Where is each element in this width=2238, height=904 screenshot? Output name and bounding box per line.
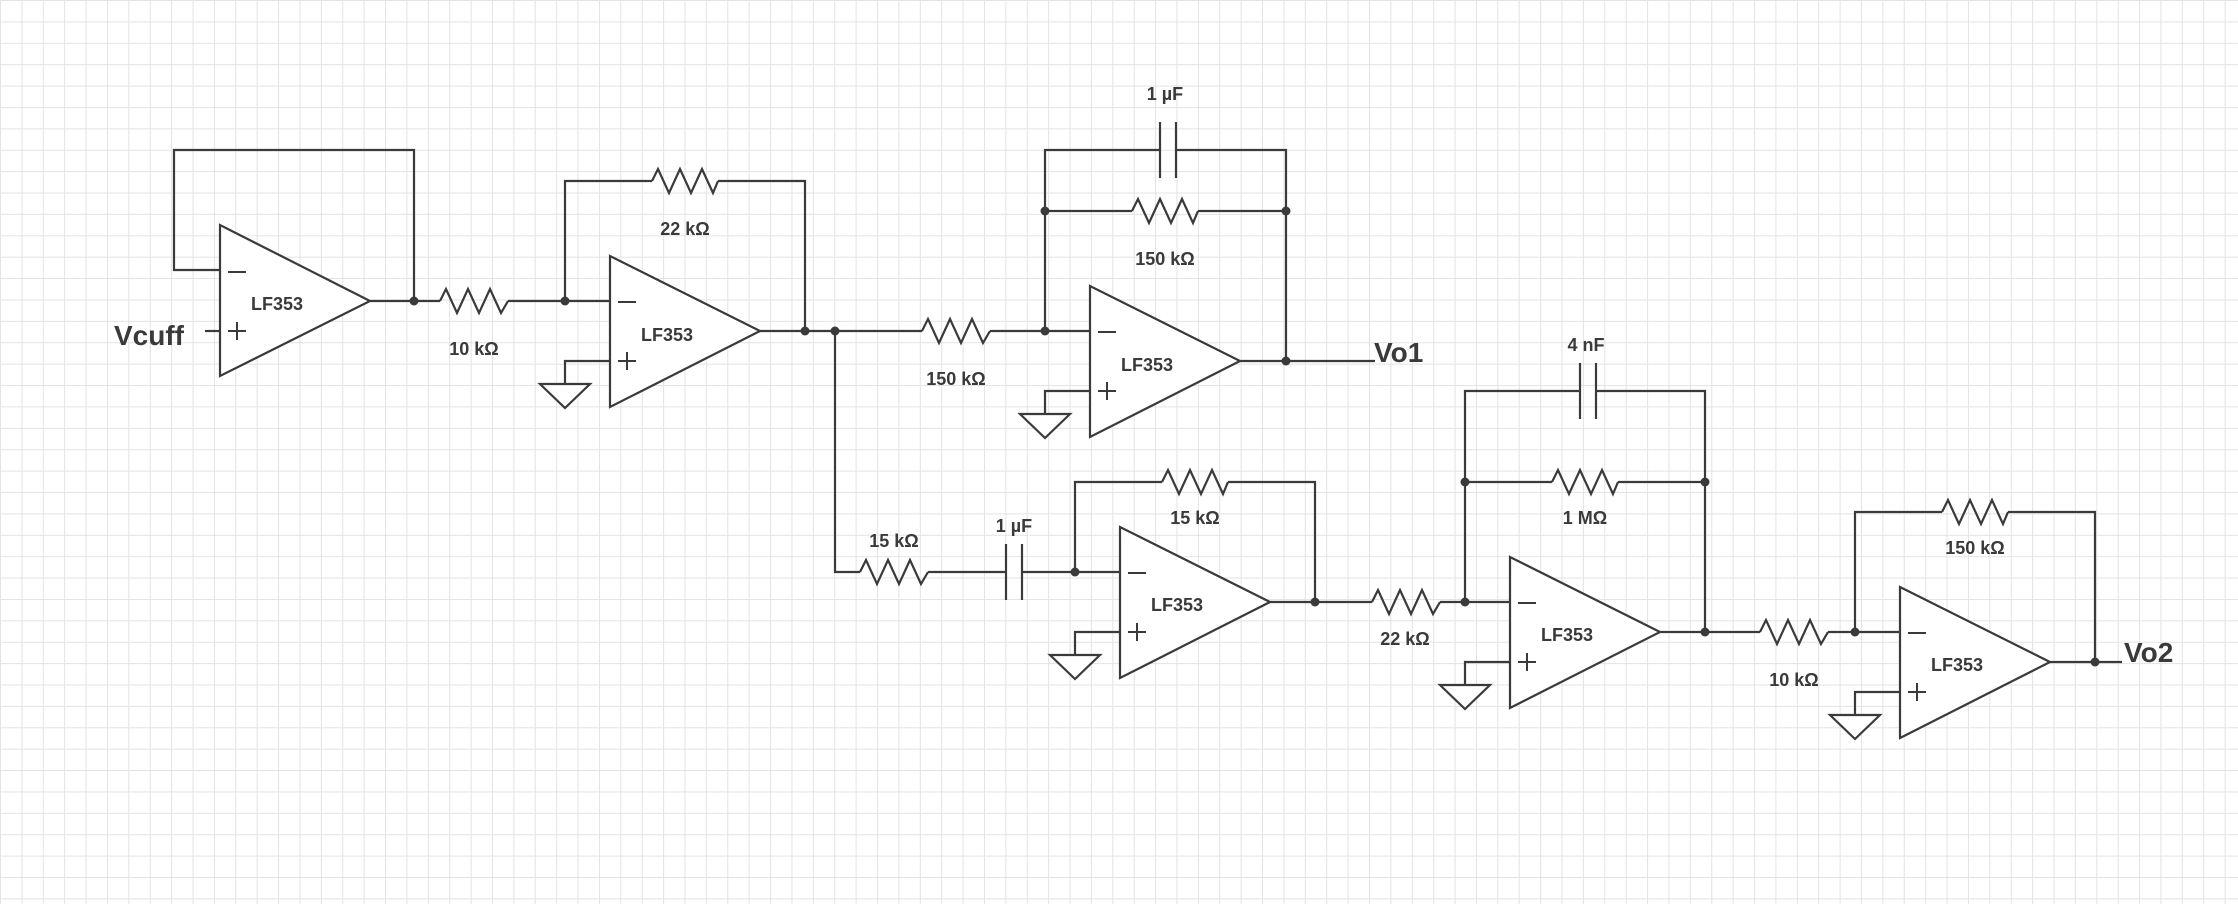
resistor-label: 150 kΩ (1135, 249, 1194, 269)
resistor-r-fb-u6 (1941, 497, 2010, 527)
resistor-r-in-u3 (921, 316, 991, 346)
wires (172, 148, 2122, 715)
component-labels: 10 kΩ 22 kΩ 150 kΩ 150 kΩ 1 µF 15 kΩ 1 µ… (449, 84, 2004, 690)
junction-dot (1040, 326, 1050, 336)
resistor-label: 15 kΩ (1170, 508, 1219, 528)
junction-dots (409, 206, 2100, 667)
ground-icon (1827, 713, 1883, 741)
junction-dot (1460, 597, 1470, 607)
junction-dot (1281, 206, 1291, 216)
junction-dot (1850, 627, 1860, 637)
resistor-label: 15 kΩ (869, 531, 918, 551)
wire-u4-feedback (1073, 480, 1317, 602)
capacitor-c-fb-u3 (1158, 122, 1178, 178)
junction-dot (1460, 477, 1470, 487)
capacitor-symbols (1004, 122, 1598, 600)
opamp-u5: LF353 (1508, 555, 1663, 710)
resistor-r-fb-u2 (651, 166, 720, 196)
junction-dot (409, 296, 419, 306)
opamp-triangle (1118, 525, 1273, 680)
resistor-label: 10 kΩ (449, 339, 498, 359)
opamp-triangle (218, 223, 373, 378)
capacitor-c-in-u4 (1004, 544, 1024, 600)
capacitor-label: 1 µF (996, 516, 1032, 536)
junction-dot (2090, 657, 2100, 667)
junction-dot (800, 326, 810, 336)
wire-u2-feedback (563, 179, 807, 331)
wire-u1-feedback (172, 148, 416, 301)
wire-u5-gnd (1463, 660, 1510, 685)
wire-u3-gnd (1043, 389, 1090, 414)
resistor-r-in-u6 (1759, 617, 1829, 647)
ground-icon (1017, 412, 1073, 440)
ground-icon (1437, 683, 1493, 711)
resistor-r-in-u5 (1371, 587, 1441, 617)
capacitor-c-fb-u5 (1578, 363, 1598, 419)
junction-dot (1700, 627, 1710, 637)
opamp-label: LF353 (641, 325, 693, 345)
junction-dot (1700, 477, 1710, 487)
opamp-triangle (608, 254, 763, 409)
ground-icon (1047, 653, 1103, 681)
resistor-r-fb-u5 (1551, 467, 1620, 497)
opamp-label: LF353 (1151, 595, 1203, 615)
opamp-label: LF353 (1931, 655, 1983, 675)
resistor-r-fb-u3 (1131, 196, 1200, 226)
resistor-r-fb-u4 (1161, 467, 1230, 497)
output-label-vo1: Vo1 (1374, 337, 1423, 368)
wire-u6-feedback (1853, 510, 2097, 662)
resistor-label: 22 kΩ (1380, 629, 1429, 649)
resistor-label: 1 MΩ (1563, 508, 1607, 528)
wire-u5-feedback (1463, 389, 1707, 632)
input-label-vcuff: Vcuff (114, 320, 185, 351)
wire-u2-gnd (563, 359, 610, 384)
opamp-u6: LF353 (1898, 585, 2053, 740)
resistor-r-input (439, 286, 509, 316)
resistor-label: 150 kΩ (926, 369, 985, 389)
opamp-u1: LF353 (218, 223, 373, 378)
ground-icon (537, 382, 593, 410)
capacitor-label: 4 nF (1567, 335, 1604, 355)
opamp-u3: LF353 (1088, 284, 1243, 439)
wire-branch-down (833, 331, 860, 574)
opamp-triangle (1508, 555, 1663, 710)
opamp-u2: LF353 (608, 254, 763, 409)
junction-dot (1310, 597, 1320, 607)
wire-u3-feedback (1043, 148, 1288, 361)
output-label-vo2: Vo2 (2124, 637, 2173, 668)
opamp-label: LF353 (1541, 625, 1593, 645)
opamp-label: LF353 (1121, 355, 1173, 375)
opamp-label: LF353 (251, 294, 303, 314)
opamp-u4: LF353 (1118, 525, 1273, 680)
resistor-label: 150 kΩ (1945, 538, 2004, 558)
junction-dot (1040, 206, 1050, 216)
resistor-label: 22 kΩ (660, 219, 709, 239)
junction-dot (1070, 567, 1080, 577)
wire-u6-gnd (1853, 690, 1900, 715)
ground-symbols (537, 382, 1883, 741)
io-labels: Vcuff Vo1 Vo2 (114, 320, 2173, 668)
junction-dot (1281, 356, 1291, 366)
opamp-triangle (1088, 284, 1243, 439)
resistor-label: 10 kΩ (1769, 670, 1818, 690)
wire-u4-gnd (1073, 630, 1120, 655)
junction-dot (560, 296, 570, 306)
opamp-triangle (1898, 585, 2053, 740)
resistor-r-in-u4 (859, 557, 929, 587)
junction-dot (830, 326, 840, 336)
resistor-symbols (439, 166, 2010, 647)
capacitor-label: 1 µF (1147, 84, 1183, 104)
